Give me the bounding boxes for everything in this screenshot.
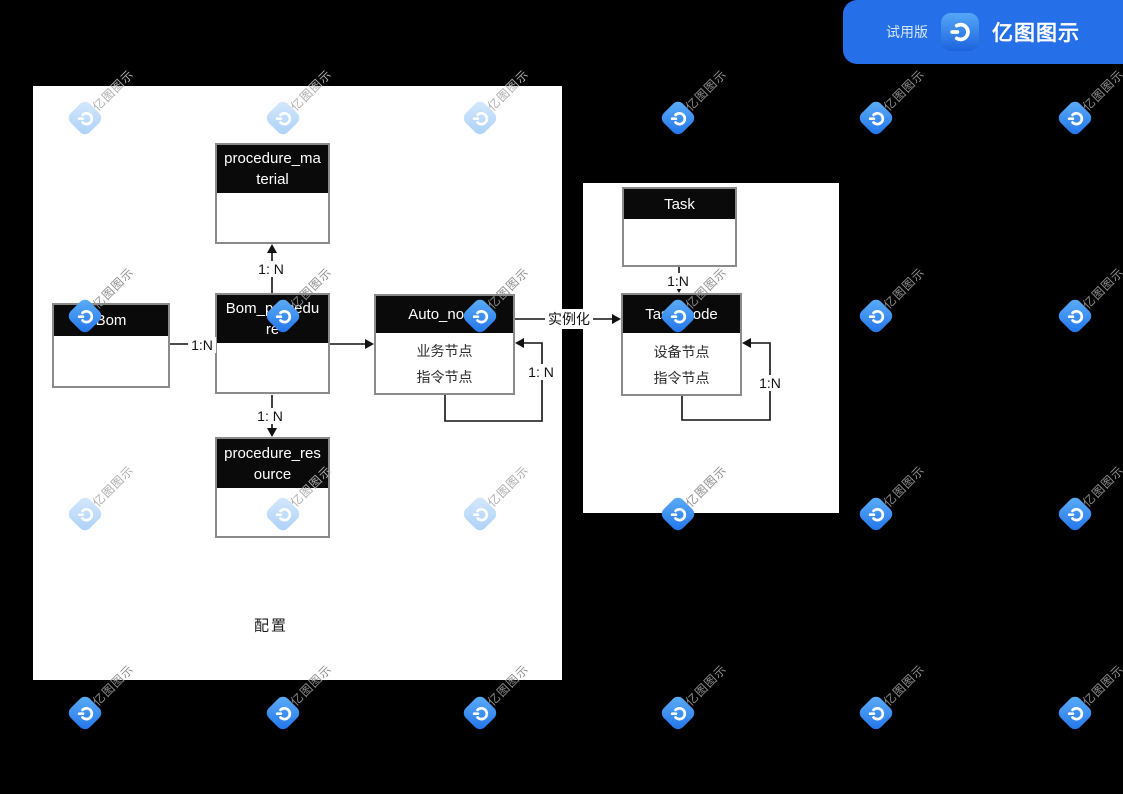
entity-task[interactable]: Task <box>622 187 737 267</box>
entity-name: Auto_node <box>408 306 481 323</box>
entity-name: procedure_resource <box>224 444 321 483</box>
entity-procedure-material[interactable]: procedure_material <box>215 143 330 244</box>
app-name: 亿图图示 <box>992 22 1080 45</box>
entity-name: Task_node <box>645 305 718 323</box>
entity-header: Task_node <box>623 295 740 336</box>
cardinality-label-task: 1:N <box>664 273 692 289</box>
entity-name: procedure_material <box>224 150 321 188</box>
entity-name: Bom <box>95 312 127 329</box>
entity-header: Task <box>624 189 735 222</box>
entity-header: Auto_node <box>376 296 513 336</box>
entity-row: 业务节点 <box>416 343 473 360</box>
entity-name: Bom_procedure <box>225 300 320 338</box>
edraw-logo-icon <box>941 13 979 51</box>
cardinality-label-material: 1: N <box>255 261 287 277</box>
connector-bomprocedure-autonode <box>330 339 374 349</box>
entity-row: 设备节点 <box>653 343 710 360</box>
connector-tasknode-selfloop <box>681 338 771 421</box>
instantiate-label: 实例化 <box>545 309 593 329</box>
cardinality-label-resource: 1: N <box>254 408 286 424</box>
entity-auto-node[interactable]: Auto_node 业务节点 指令节点 <box>374 294 515 395</box>
entity-name: Task <box>664 195 695 213</box>
entity-row: 指令节点 <box>416 369 473 385</box>
cardinality-label-auto-loop: 1: N <box>525 364 557 380</box>
entity-procedure-resource[interactable]: procedure_resource <box>215 437 330 538</box>
entity-row: 指令节点 <box>653 369 710 386</box>
entity-body: 业务节点 指令节点 <box>376 336 513 394</box>
cardinality-label-bom: 1:N <box>188 337 216 353</box>
cardinality-label-tasknode-loop: 1:N <box>756 375 784 391</box>
entity-body: 设备节点 指令节点 <box>623 336 740 395</box>
connector-autonode-selfloop <box>444 338 543 422</box>
entity-header: Bom_procedure <box>217 295 328 346</box>
trial-version-label: 试用版 <box>886 24 928 40</box>
entity-bom-procedure[interactable]: Bom_procedure <box>215 293 330 394</box>
entity-header: procedure_material <box>217 145 328 196</box>
entity-header: procedure_resource <box>217 439 328 491</box>
entity-bom[interactable]: Bom <box>52 303 170 388</box>
trial-banner[interactable]: 试用版 亿图图示 <box>843 0 1123 64</box>
entity-task-node[interactable]: Task_node 设备节点 指令节点 <box>621 293 742 396</box>
page-caption: 配置 <box>253 617 289 635</box>
entity-header: Bom <box>54 305 168 339</box>
